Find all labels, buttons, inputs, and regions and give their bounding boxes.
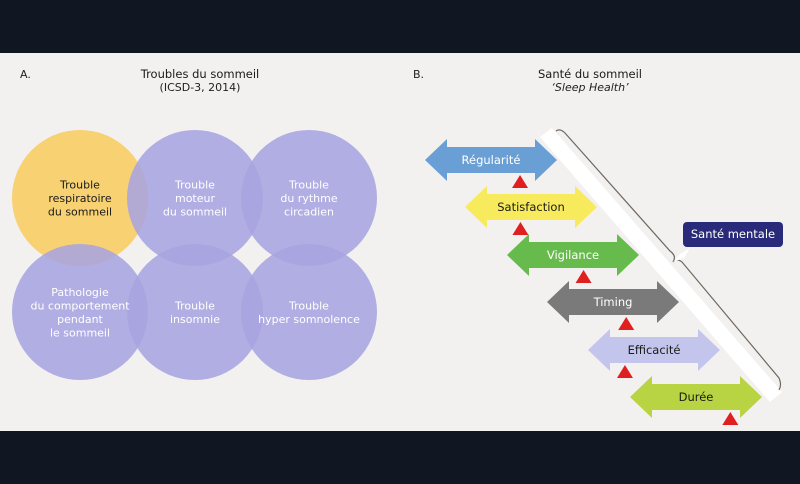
circle-label-line: Trouble bbox=[174, 179, 215, 192]
brace-connector bbox=[673, 248, 690, 262]
arrow-vigilance bbox=[507, 234, 639, 276]
venn-circles bbox=[12, 130, 377, 380]
circle-2 bbox=[127, 130, 263, 266]
circle-6 bbox=[241, 244, 377, 380]
panel-b-letter: B. bbox=[413, 68, 425, 81]
circle-label-line: Trouble bbox=[288, 179, 329, 192]
arrow-durée bbox=[630, 376, 762, 418]
diagonal-bar bbox=[540, 128, 782, 402]
circle-label-line: le sommeil bbox=[50, 326, 110, 339]
arrow-label: Régularité bbox=[462, 153, 521, 167]
arrow-timing bbox=[547, 281, 679, 323]
marker-triangle bbox=[512, 175, 529, 188]
circle-label-line: Trouble bbox=[174, 299, 215, 312]
marker-triangle bbox=[722, 412, 739, 425]
circle-label-line: du sommeil bbox=[163, 206, 227, 219]
circle-label-line: hyper somnolence bbox=[258, 313, 360, 326]
circle-label-line: insomnie bbox=[170, 313, 220, 326]
panel-a-subtitle: (ICSD-3, 2014) bbox=[159, 81, 241, 94]
circle-label-line: circadien bbox=[284, 206, 334, 219]
arrow-efficacité bbox=[588, 329, 720, 371]
marker-triangle bbox=[512, 222, 529, 235]
figure-panel bbox=[0, 53, 800, 431]
mental-health-badge: Santé mentale bbox=[683, 222, 783, 247]
panel-a-letter: A. bbox=[20, 68, 31, 81]
arrow-régularité bbox=[425, 139, 557, 181]
circle-label-line: respiratoire bbox=[48, 192, 111, 205]
arrow-label: Vigilance bbox=[547, 248, 599, 262]
circle-4 bbox=[12, 244, 148, 380]
circle-label-line: pendant bbox=[57, 313, 103, 326]
marker-triangle bbox=[618, 317, 635, 330]
panel-b-heading: Santé du sommeil bbox=[537, 67, 643, 81]
circle-label-line: Trouble bbox=[59, 179, 100, 192]
circle-3 bbox=[241, 130, 377, 266]
panel-a-heading: Troubles du sommeil bbox=[140, 67, 260, 81]
arrow-satisfaction bbox=[465, 186, 597, 228]
arrow-label: Satisfaction bbox=[497, 200, 565, 214]
marker-triangle bbox=[575, 270, 592, 283]
circle-label-line: du rythme bbox=[280, 192, 337, 205]
circle-label-line: moteur bbox=[175, 192, 215, 205]
circle-label-line: Pathologie bbox=[51, 286, 109, 299]
marker-triangle bbox=[616, 365, 633, 378]
panel-b-title: Santé du sommeil ‘Sleep Health’ bbox=[490, 67, 690, 95]
arrow-label: Durée bbox=[679, 390, 714, 404]
circle-label-line: du comportement bbox=[30, 299, 130, 312]
panel-a-title: Troubles du sommeil (ICSD-3, 2014) bbox=[100, 67, 300, 95]
arrow-label: Efficacité bbox=[628, 343, 681, 357]
circle-label-line: du sommeil bbox=[48, 206, 112, 219]
circle-label-line: Trouble bbox=[288, 299, 329, 312]
circle-1 bbox=[12, 130, 148, 266]
panel-b-subtitle: ‘Sleep Health’ bbox=[551, 81, 629, 94]
circle-5 bbox=[127, 244, 263, 380]
arrow-label: Timing bbox=[593, 295, 633, 309]
